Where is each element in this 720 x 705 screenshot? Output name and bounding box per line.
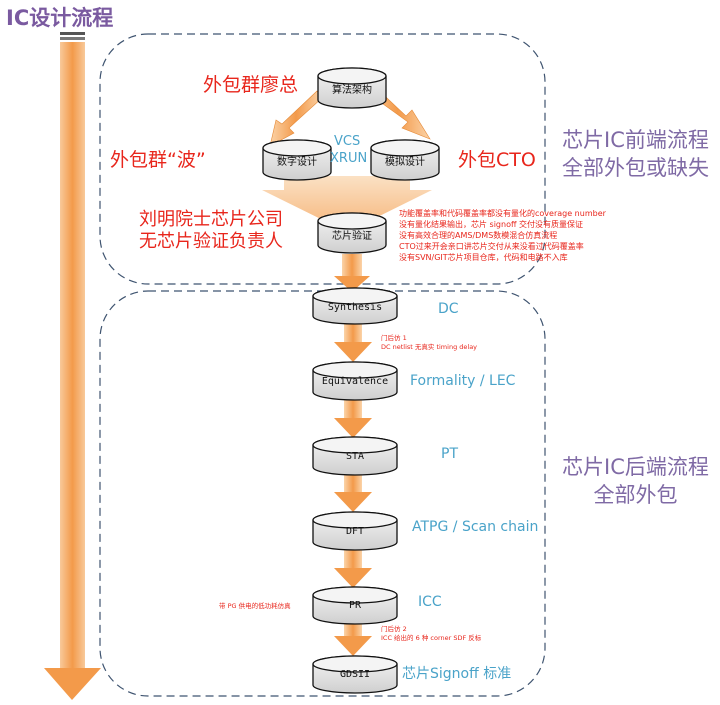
timeline-arrow — [44, 32, 101, 700]
digital-node — [262, 139, 332, 181]
gdsii-label: GDSII — [339, 669, 371, 680]
pr-label: PR — [348, 600, 362, 611]
gate-sim1-line2: DC netlist 无真实 timing delay — [381, 343, 478, 351]
gate-sim2-line1: 门后仿 2 — [381, 625, 407, 633]
merge-arrow — [262, 176, 432, 232]
formality-label: Formality / LEC — [410, 373, 516, 389]
arrow-verify-synth — [334, 254, 370, 292]
verify-note: 没有量化结果输出，芯片 signoff 交付没有质量保证 — [399, 220, 584, 229]
verify-owner-line1: 刘明院士芯片公司 — [139, 209, 283, 230]
sta-label: STA — [345, 451, 365, 462]
page-title: IC设计流程 — [6, 6, 114, 30]
verify-label: 芯片验证 — [332, 231, 372, 242]
vcs-label: VCS — [334, 134, 361, 149]
arrow-dft-pr — [334, 550, 372, 588]
equivalence-label: Equivalence — [321, 376, 389, 387]
gate-sim2: 门后仿 2 ICC 给出的 6 种 corner SDF 反标 — [381, 625, 481, 643]
dft-label: DFT — [345, 526, 365, 537]
digital-owner: 外包群“波” — [110, 149, 206, 171]
gdsii-node — [312, 655, 398, 694]
gate-sim1-line1: 门后仿 1 — [381, 334, 407, 342]
sta-node — [312, 436, 398, 476]
analog-owner: 外包CTO — [458, 149, 536, 171]
pr-node — [312, 586, 398, 625]
arrow-synth-equiv — [334, 322, 372, 362]
digital-label: 数字设计 — [277, 157, 317, 168]
icc-label: ICC — [418, 594, 442, 610]
xrun-label: XRUN — [330, 151, 368, 166]
dc-label: DC — [438, 301, 459, 317]
pg-sim-note: 带 PG 供电的低功耗仿真 — [219, 602, 291, 610]
frontend-label-line2: 全部外包或缺失 — [562, 156, 709, 180]
backend-label-line1: 芯片IC后端流程 — [562, 455, 709, 479]
frontend-label: 芯片IC前端流程 全部外包或缺失 — [553, 126, 718, 182]
arrow-equiv-sta — [334, 400, 372, 438]
synthesis-node — [312, 287, 398, 325]
arrow-pr-gdsii — [334, 620, 372, 656]
verify-owner-line2: 无芯片验证负责人 — [139, 231, 283, 252]
verify-note: 没有高效合理的AMS/DMS数模混合仿真流程 — [399, 231, 558, 240]
backend-label: 芯片IC后端流程 全部外包 — [553, 453, 718, 509]
verify-note: 功能覆盖率和代码覆盖率都没有量化的coverage number — [399, 209, 606, 218]
algo-node — [317, 67, 387, 109]
verify-note: CTO过来开会亲口讲芯片交付从来没看过代码覆盖率 — [399, 242, 584, 251]
atpg-label: ATPG / Scan chain — [412, 519, 539, 535]
equivalence-node — [312, 361, 398, 401]
analog-label: 模拟设计 — [385, 157, 425, 168]
verify-owner: 刘明院士芯片公司 无芯片验证负责人 — [139, 209, 283, 253]
arrow-to-digital — [269, 90, 323, 147]
verify-note: 没有SVN/GIT芯片项目仓库，代码和电路不入库 — [399, 253, 568, 262]
algo-label: 算法架构 — [332, 85, 372, 96]
verify-notes: 功能覆盖率和代码覆盖率都没有量化的coverage number 没有量化结果输… — [399, 208, 606, 263]
arrow-sta-dft — [334, 474, 372, 512]
gate-sim1: 门后仿 1 DC netlist 无真实 timing delay — [381, 334, 477, 352]
pt-label: PT — [441, 446, 458, 462]
gate-sim2-line2: ICC 给出的 6 种 corner SDF 反标 — [381, 634, 482, 642]
frontend-label-line1: 芯片IC前端流程 — [562, 128, 709, 152]
dft-node — [312, 511, 398, 551]
signoff-label: 芯片Signoff 标准 — [402, 666, 512, 682]
backend-label-line2: 全部外包 — [593, 483, 678, 507]
analog-node — [370, 139, 440, 181]
verify-node — [317, 212, 387, 254]
frontend-region — [99, 33, 546, 285]
synthesis-label: Synthesis — [327, 302, 383, 313]
algo-owner: 外包群廖总 — [203, 74, 299, 96]
